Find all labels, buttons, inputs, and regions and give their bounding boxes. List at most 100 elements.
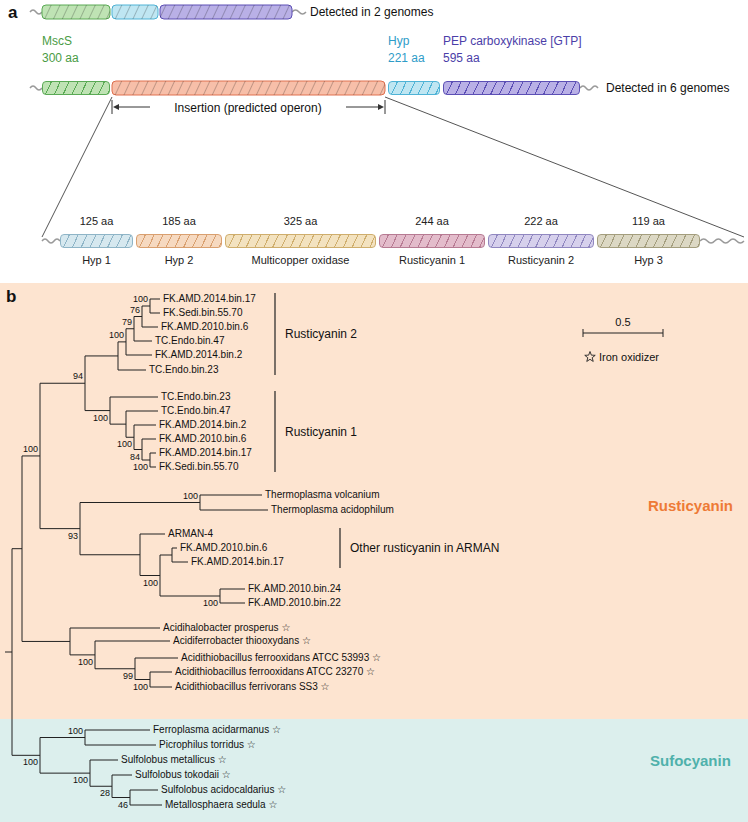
tree-branch [112,775,132,776]
bootstrap-value: 100 [73,775,88,785]
tree-branch [172,548,177,549]
tree-branch [110,397,158,398]
tree-branch [134,425,135,450]
tree-branch [150,313,160,314]
leaf-name: FK.AMD.2014.bin.17 [191,556,284,568]
tree-branch [118,342,119,370]
leaf-name: FK.AMD.2014.bin.17 [159,447,252,459]
tree-branch [110,424,126,425]
gene-length: 125 aa [80,214,114,229]
rusticyanin-band-fill [0,283,748,719]
tree-branch [90,760,91,786]
tree-branch [126,411,127,437]
leaf-name: Acidiferrobacter thiooxydans ☆ [173,635,311,647]
tree-branch [70,628,160,629]
tree-branch [140,534,165,535]
tree-branch [80,503,81,555]
tree-branch [110,397,111,424]
gene-body [488,234,594,248]
tree-branch [150,453,151,467]
tree-branch [40,383,85,384]
leaf-name: Ferroplasma acidarmanus ☆ [153,724,281,736]
bootstrap-value: 46 [118,800,128,810]
tree-branch [85,410,110,411]
gene-box: MscS300 aa [42,33,110,95]
bootstrap-value: 94 [73,371,83,381]
gene-box: 119 aaHyp 3 [597,214,700,268]
leaf-name: TC.Endo.bin.23 [161,391,231,403]
tree-branch [40,737,85,738]
tree-branch [126,328,134,329]
tree-branch [126,329,127,355]
bootstrap-value: 100 [68,726,83,736]
tree-branch [12,548,22,549]
gene-box: 185 aaHyp 2 [136,214,222,268]
leaf-name: TC.Endo.bin.23 [149,364,219,376]
leaf-name: ARMAN-4 [168,528,213,540]
tree-branch [200,495,201,510]
tree-branch [126,411,158,412]
gene-body [225,234,376,248]
gene-length: 595 aa [443,50,480,67]
leaf-name: Sulfolobus acidocaldarius ☆ [161,784,286,796]
tree-branch [134,449,142,450]
bootstrap-value: 93 [68,531,78,541]
tree-branch [134,341,152,342]
bootstrap-value: 84 [130,452,140,462]
bootstrap-value: 76 [130,305,140,315]
tree-branch [22,455,40,456]
gene-length: 185 aa [162,214,196,229]
gene-body [60,234,133,248]
tree-branch [135,658,178,659]
leaf-name: FK.Sedi.bin.55.70 [163,307,243,319]
tree-branch [172,548,173,562]
tree-branch [40,738,41,774]
sufocyanin-band-fill [0,719,748,822]
tree-branch [142,460,150,461]
tree-branch [85,730,150,731]
gene-row-2-genomes [42,5,292,19]
tree-branch [5,652,12,653]
tree-branch [150,672,151,687]
gene-box: 244 aaRusticyanin 1 [379,214,485,268]
legend-star [585,352,595,362]
bootstrap-value: 100 [93,413,108,423]
gene-length: 222 aa [524,214,558,229]
gene-name: Multicopper oxidase [252,253,350,268]
gene-body [136,234,222,248]
tree-branch [70,654,95,655]
leaf-name: Acidithiobacillus ferrivorans SS3 ☆ [175,681,330,693]
gene-box: 222 aaRusticyanin 2 [488,214,594,268]
tree-branch [22,456,23,642]
leaf-name: FK.AMD.2014.bin.17 [163,293,256,305]
scale-bar [583,329,663,337]
gene-box: PEP carboxykinase [GTP]595 aa [443,33,584,95]
tree-branch [85,356,86,411]
bootstrap-value: 100 [203,598,218,608]
gene-body [443,81,580,95]
tree-branch [150,467,156,468]
tree-branch [126,355,152,356]
tree-branch [40,773,90,774]
tree-branch [135,658,136,680]
clade-label: Rusticyanin 2 [285,327,357,342]
gene-length: 325 aa [284,214,318,229]
scale-value: 0.5 [615,316,630,329]
leaf-name: TC.Endo.bin.47 [155,335,225,347]
tree-branch [160,596,220,597]
leaf-name: FK.AMD.2010.bin.24 [248,583,341,595]
clade-name: Sufocyanin [650,752,731,770]
tree-branch [150,299,151,313]
tree-branch [142,439,143,460]
tree-branch [150,453,156,454]
gene-body [42,81,110,95]
bootstrap-value: 100 [23,444,38,454]
gene-body [597,234,700,248]
bootstrap-value: 100 [78,657,93,667]
leaf-name: FK.AMD.2014.bin.2 [159,419,246,431]
tree-branch [200,495,262,496]
gene-length: 244 aa [415,214,449,229]
leaf-name: FK.AMD.2010.bin.6 [159,433,246,445]
leaf-name: Thermoplasma acidophilum [271,504,394,516]
legend-text: Iron oxidizer [599,351,659,364]
